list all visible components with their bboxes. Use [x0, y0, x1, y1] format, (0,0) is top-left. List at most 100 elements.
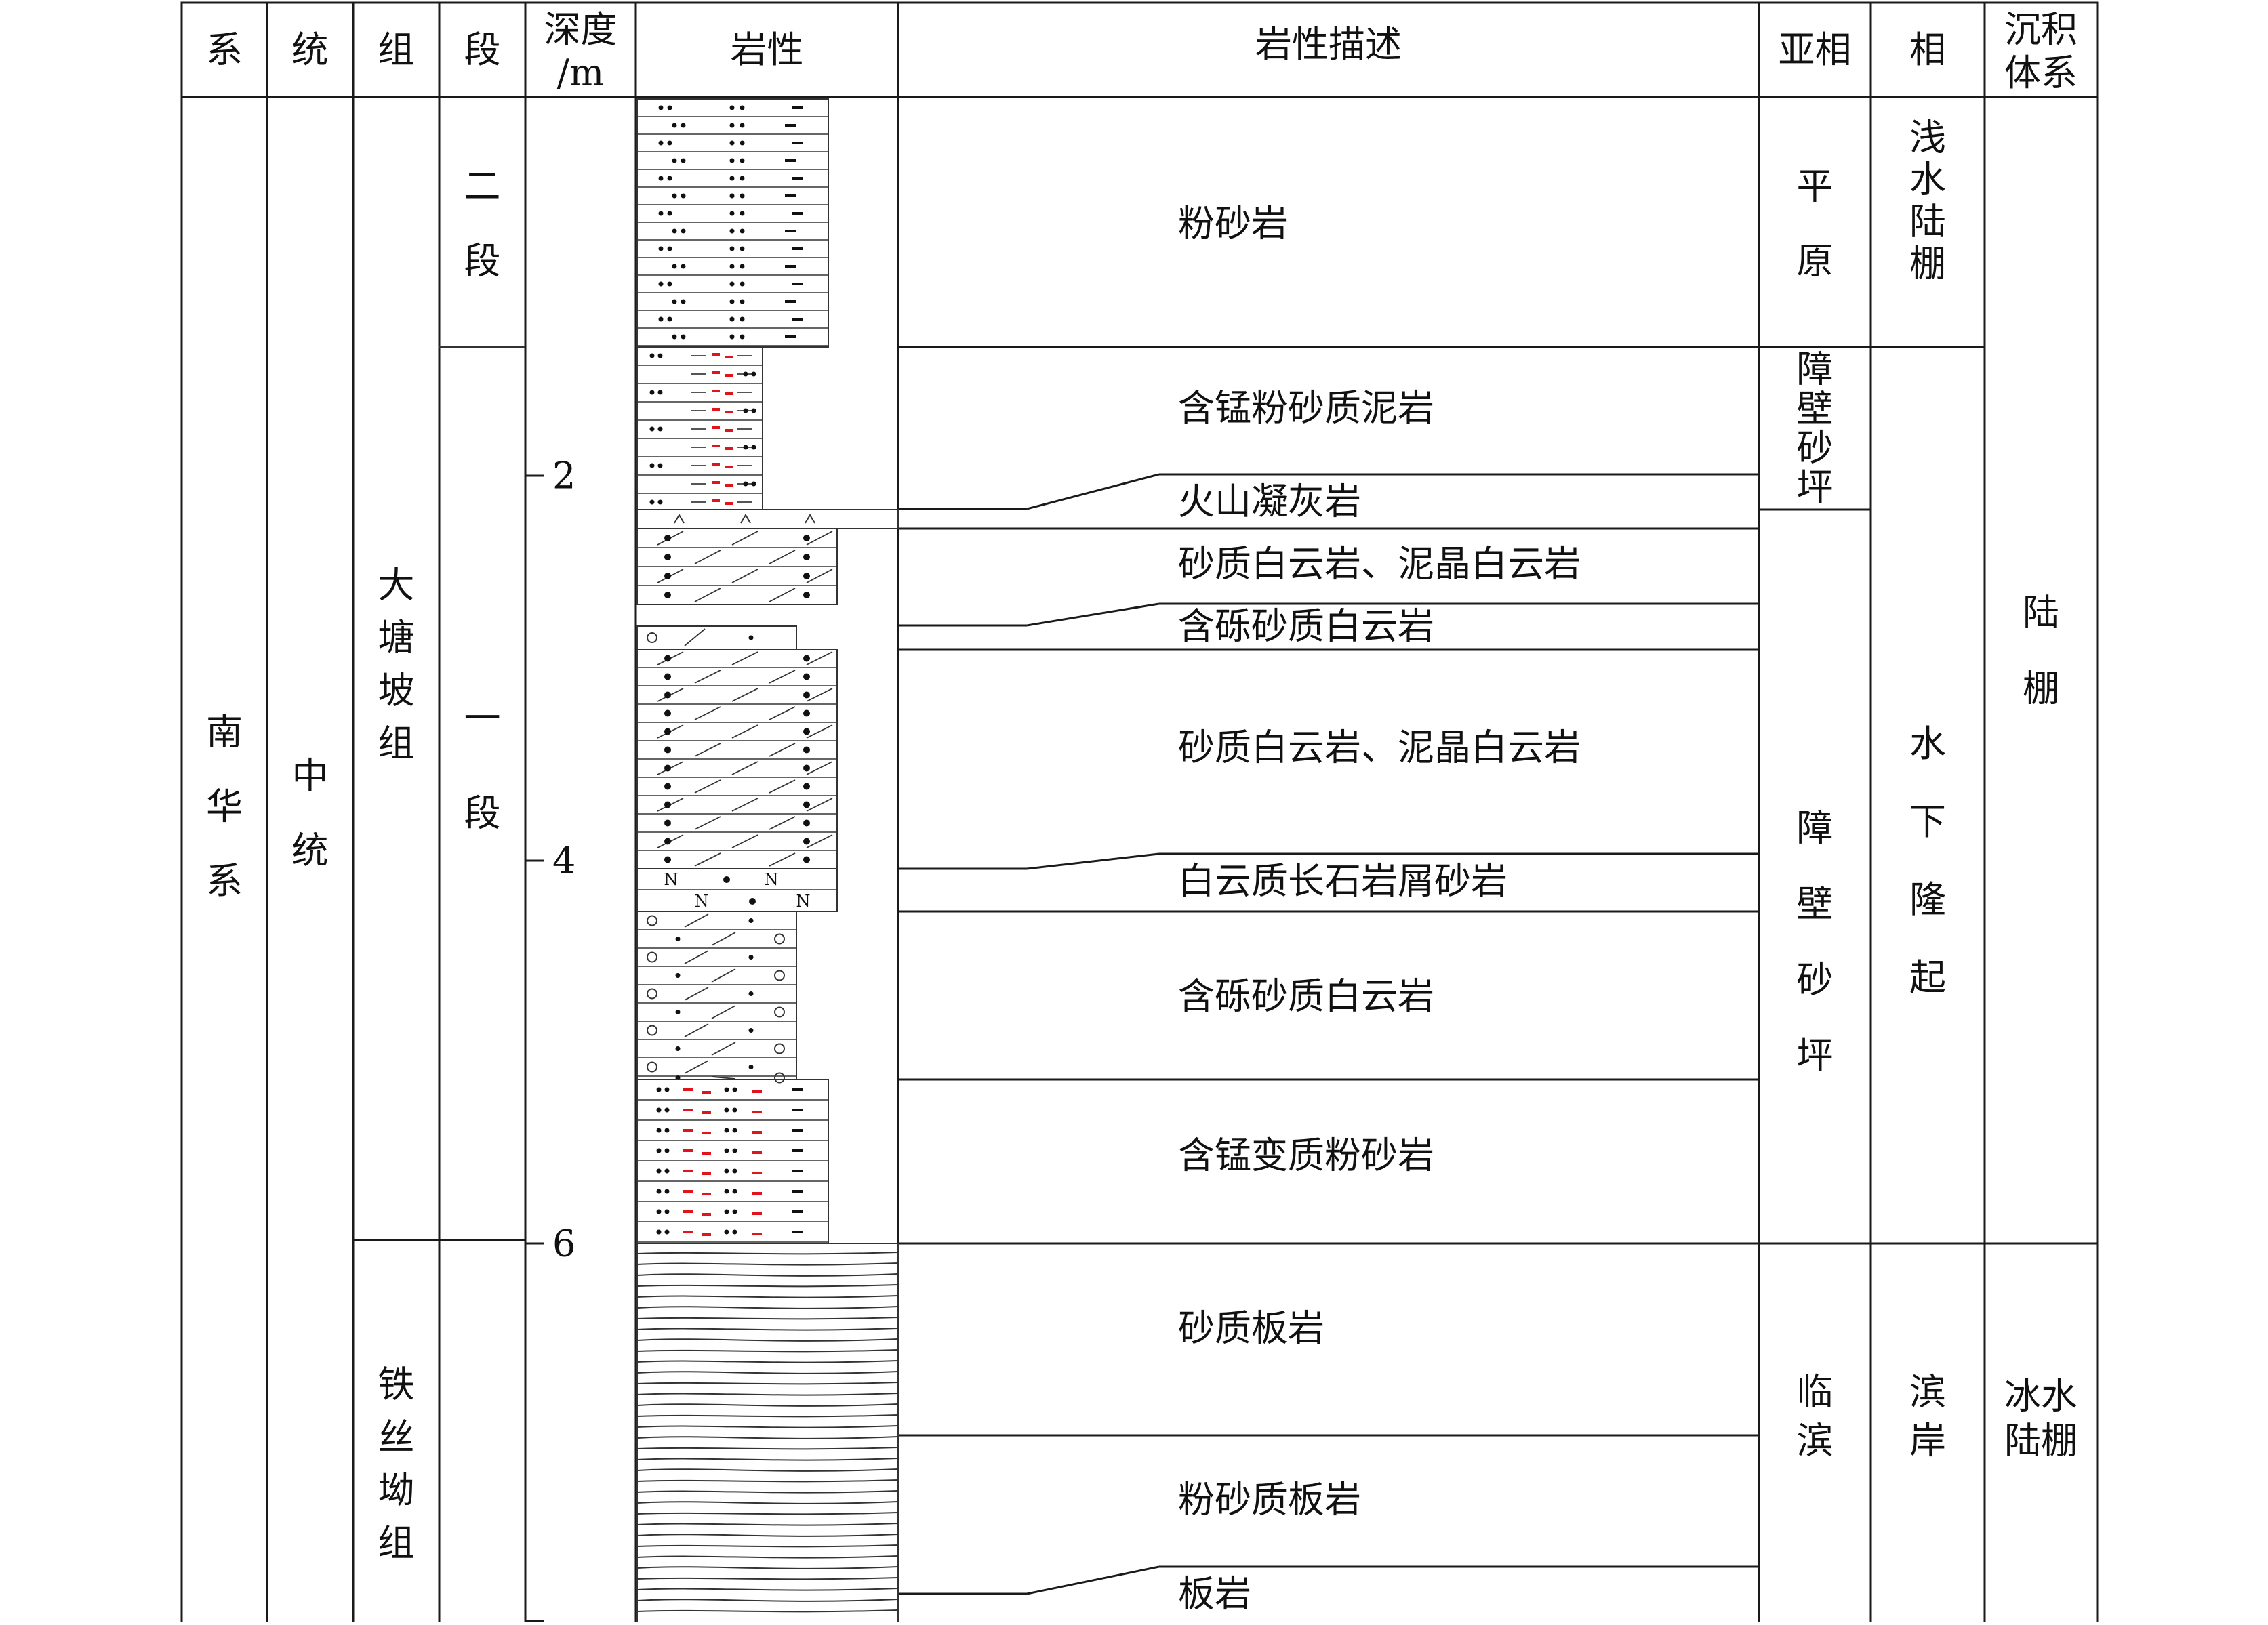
pattern-dot: [667, 211, 672, 216]
pebble: [774, 933, 785, 945]
pattern-dot: [740, 299, 745, 304]
pattern-dot: [649, 463, 655, 468]
header-system: 系: [206, 28, 243, 71]
pattern-dot: [803, 592, 810, 598]
pattern-dot: [658, 176, 664, 181]
pattern-dot: [656, 1128, 662, 1133]
layer-description: 含锰变质粉砂岩: [1178, 1134, 1434, 1177]
slate-line: [636, 1447, 899, 1450]
pattern-dot: [667, 281, 672, 287]
pebble: [774, 1006, 785, 1018]
pattern-dot: [729, 123, 735, 128]
pattern-dot: [664, 1229, 670, 1235]
pattern-dot: [729, 228, 735, 234]
pattern-dot: [664, 819, 671, 827]
slate-line: [636, 1523, 899, 1526]
dolomite-stroke: [731, 798, 758, 812]
pattern-dot: [681, 228, 686, 234]
slate-line: [636, 1436, 899, 1439]
member-name-char: 段: [464, 792, 501, 835]
arkose-mark: N: [796, 892, 811, 911]
series-name-char: 中: [292, 755, 329, 798]
slate-line: [636, 1501, 899, 1504]
pattern-dot: [740, 193, 745, 199]
pattern-dot: [740, 228, 745, 234]
member-name-char: 二: [464, 165, 501, 208]
depth-label: 6: [552, 1222, 575, 1265]
pattern-dot: [803, 746, 810, 754]
pebble: [774, 1072, 785, 1084]
dolomite-stroke: [731, 651, 758, 665]
pattern-dot: [672, 264, 677, 269]
pattern-dot: [664, 592, 671, 598]
pattern-dot: [656, 1148, 662, 1153]
pattern-dot: [667, 105, 672, 110]
pattern-dot: [740, 158, 745, 163]
tuff-mark: [674, 514, 685, 524]
dolomite-stroke: [711, 1005, 736, 1019]
pattern-dot: [649, 353, 655, 358]
pattern-dot: [681, 264, 686, 269]
slate-line: [636, 1252, 899, 1255]
pattern-dot: [724, 1189, 729, 1194]
pattern-dot: [657, 463, 663, 468]
facies-name-char: 下: [1909, 800, 1946, 843]
dolomite-stroke: [806, 688, 833, 702]
pattern-dot: [664, 1189, 670, 1194]
pattern-dot: [681, 123, 686, 128]
dolomite-stroke: [731, 569, 758, 583]
layer-description: 砂质板岩: [1178, 1307, 1324, 1350]
slate-line: [636, 1577, 899, 1580]
layer-description: 粉砂岩: [1178, 203, 1288, 245]
arkose-mark: N: [664, 870, 679, 889]
pattern-dot: [803, 764, 810, 772]
pattern-dot: [675, 973, 681, 978]
pattern-dot: [740, 281, 745, 287]
slate-line: [636, 1555, 899, 1559]
pattern-dot: [667, 246, 672, 251]
pattern-dot: [724, 1148, 729, 1153]
pattern-dot: [729, 176, 735, 181]
subfacies-name-char: 障: [1797, 348, 1834, 391]
pattern-dot: [681, 193, 686, 199]
slate-line: [636, 1425, 899, 1428]
pattern-dot: [724, 1107, 729, 1113]
pattern-dot: [664, 1128, 670, 1133]
pattern-dot: [743, 371, 748, 377]
formation-name-char: 大: [378, 564, 415, 606]
dolomite-stroke: [694, 550, 721, 564]
dolomite-stroke: [806, 569, 833, 583]
pattern-dot: [748, 1028, 754, 1033]
pattern-dot: [729, 105, 735, 110]
pattern-dot: [748, 991, 754, 996]
slate-line: [636, 1371, 899, 1374]
pattern-dot: [657, 390, 663, 395]
pattern-dot: [656, 1189, 662, 1194]
pattern-dot: [658, 281, 664, 287]
slate-line: [636, 1360, 899, 1363]
pattern-dot: [658, 246, 664, 251]
pattern-dot: [748, 1065, 754, 1069]
slate-line: [636, 1599, 899, 1602]
dolomite-stroke: [711, 932, 736, 946]
pattern-dot: [681, 299, 686, 304]
slate-line: [636, 1414, 899, 1418]
dolomite-stroke: [769, 550, 796, 564]
thin-layer-boundary: [1026, 602, 1160, 627]
pattern-dot: [740, 123, 745, 128]
dolomite-stroke: [769, 588, 796, 602]
pattern-dot: [740, 246, 745, 251]
pattern-dot: [724, 1209, 729, 1214]
pattern-dot: [732, 1128, 737, 1133]
pattern-dot: [803, 819, 810, 827]
pattern-dot: [740, 334, 745, 340]
header-series: 统: [292, 28, 329, 71]
pattern-dot: [672, 158, 677, 163]
pattern-dot: [748, 635, 754, 640]
dolomite-stroke: [694, 743, 721, 757]
pattern-dot: [732, 1148, 737, 1153]
pattern-dot: [664, 746, 671, 754]
